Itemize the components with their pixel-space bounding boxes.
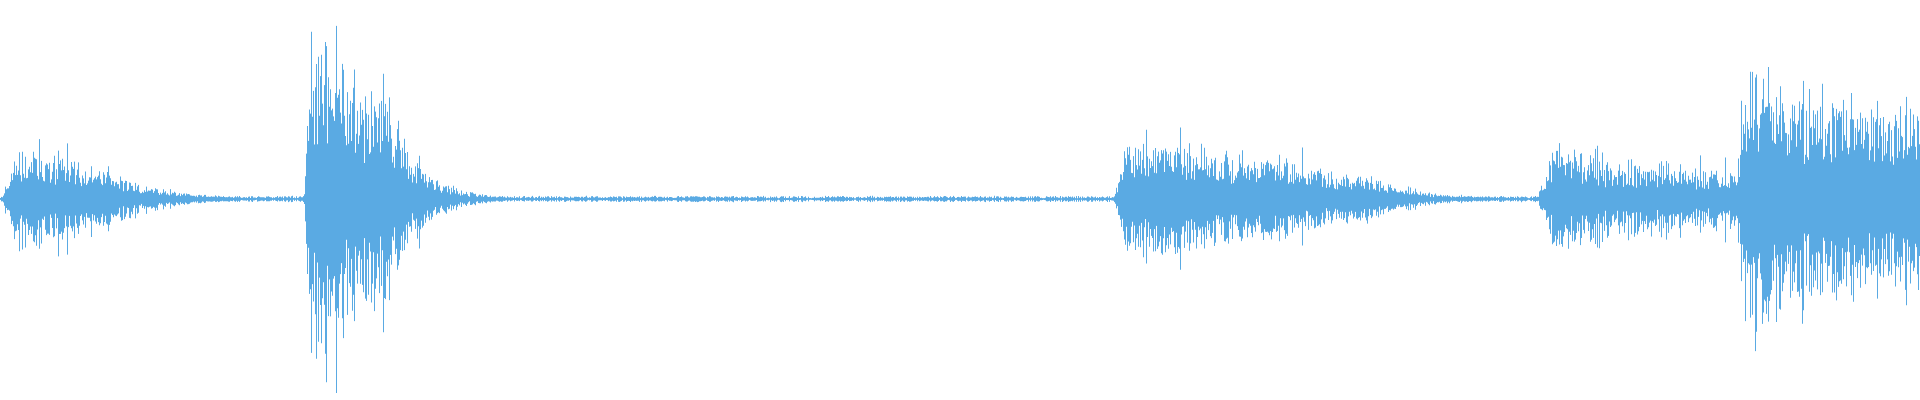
waveform-signal: [0, 25, 1920, 393]
waveform-bars: [0, 25, 1920, 393]
